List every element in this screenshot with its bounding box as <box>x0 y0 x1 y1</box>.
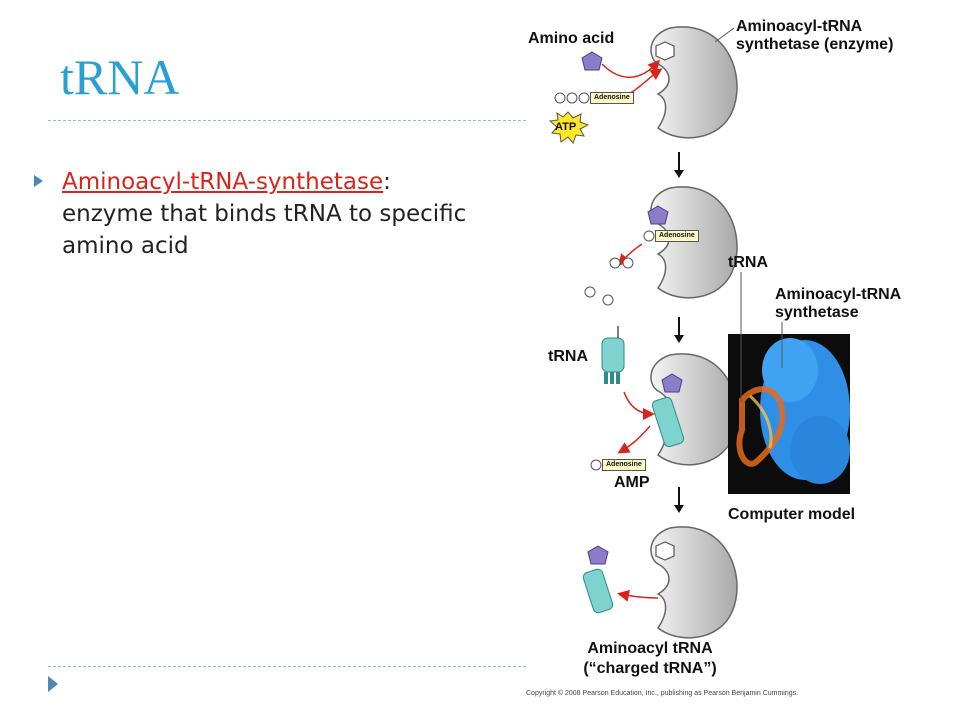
adenosine-tag-3: Adenosine <box>602 459 646 471</box>
synthetase-model-label: Aminoacyl-tRNA synthetase <box>775 286 901 321</box>
reaction-arrow-5 <box>617 425 651 454</box>
bullet-text: Aminoacyl-tRNA-synthetase: enzyme that b… <box>62 166 484 262</box>
reaction-arrow-4 <box>623 391 655 420</box>
bullet-definition: : enzyme that binds tRNA to specific ami… <box>62 169 467 259</box>
triphosphate-circles <box>554 92 590 104</box>
adenosine-tag-2: Adenosine <box>655 230 699 242</box>
aminoacyl-trna-synthetase-link[interactable]: Aminoacyl-tRNA-synthetase <box>62 169 384 195</box>
bullet-triangle-icon <box>34 175 43 187</box>
reaction-arrow-1 <box>601 59 661 78</box>
trna-free-shape <box>601 326 625 384</box>
amino-acid-pentagon-1 <box>581 51 603 71</box>
enzyme-label: Aminoacyl-tRNA synthetase (enzyme) <box>736 18 894 53</box>
computer-model-label: Computer model <box>728 506 856 523</box>
trna-bound-shape <box>651 396 685 448</box>
adenosine-tag-1: Adenosine <box>590 92 634 104</box>
pyrophosphate-circles <box>584 257 634 306</box>
amino-acid-pentagon-4 <box>587 545 609 565</box>
atp-label: ATP <box>555 121 577 133</box>
trna-label-model: tRNA <box>728 254 768 271</box>
enzyme-shape-4 <box>650 526 738 639</box>
product-label-line2: (“charged tRNA”) <box>583 660 717 677</box>
amp-phosphate-circle <box>590 459 602 471</box>
slide-nav-arrow-icon[interactable] <box>48 676 58 692</box>
computer-model-image <box>728 334 850 494</box>
amp-label: AMP <box>614 474 650 491</box>
reaction-arrow-6 <box>617 589 659 602</box>
trna-label-free: tRNA <box>548 348 588 365</box>
bullet-item: Aminoacyl-tRNA-synthetase: enzyme that b… <box>34 166 484 262</box>
enzyme-shape-1 <box>650 26 738 139</box>
slide-title: tRNA <box>60 49 180 105</box>
enzyme-label-pointer <box>714 27 735 43</box>
atp-starburst <box>548 111 590 144</box>
amino-acid-pentagon-3 <box>661 373 683 393</box>
reaction-arrow-3 <box>618 243 643 267</box>
title-divider <box>48 120 526 121</box>
enzyme-shape-2 <box>650 186 738 299</box>
product-label-line1: Aminoacyl tRNA <box>587 640 713 657</box>
charged-trna-shape <box>582 568 614 614</box>
footer-divider <box>48 666 526 667</box>
amino-acid-label: Amino acid <box>528 30 615 47</box>
trna-charging-figure: Amino acid Aminoacyl-tRNA synthetase (en… <box>520 0 960 720</box>
step-arrows <box>674 152 684 513</box>
figure-graphics <box>548 26 850 639</box>
copyright-notice: Copyright © 2008 Pearson Education, Inc.… <box>526 690 799 697</box>
amino-acid-pentagon-2 <box>647 205 669 225</box>
phosphate-circle <box>643 230 655 242</box>
